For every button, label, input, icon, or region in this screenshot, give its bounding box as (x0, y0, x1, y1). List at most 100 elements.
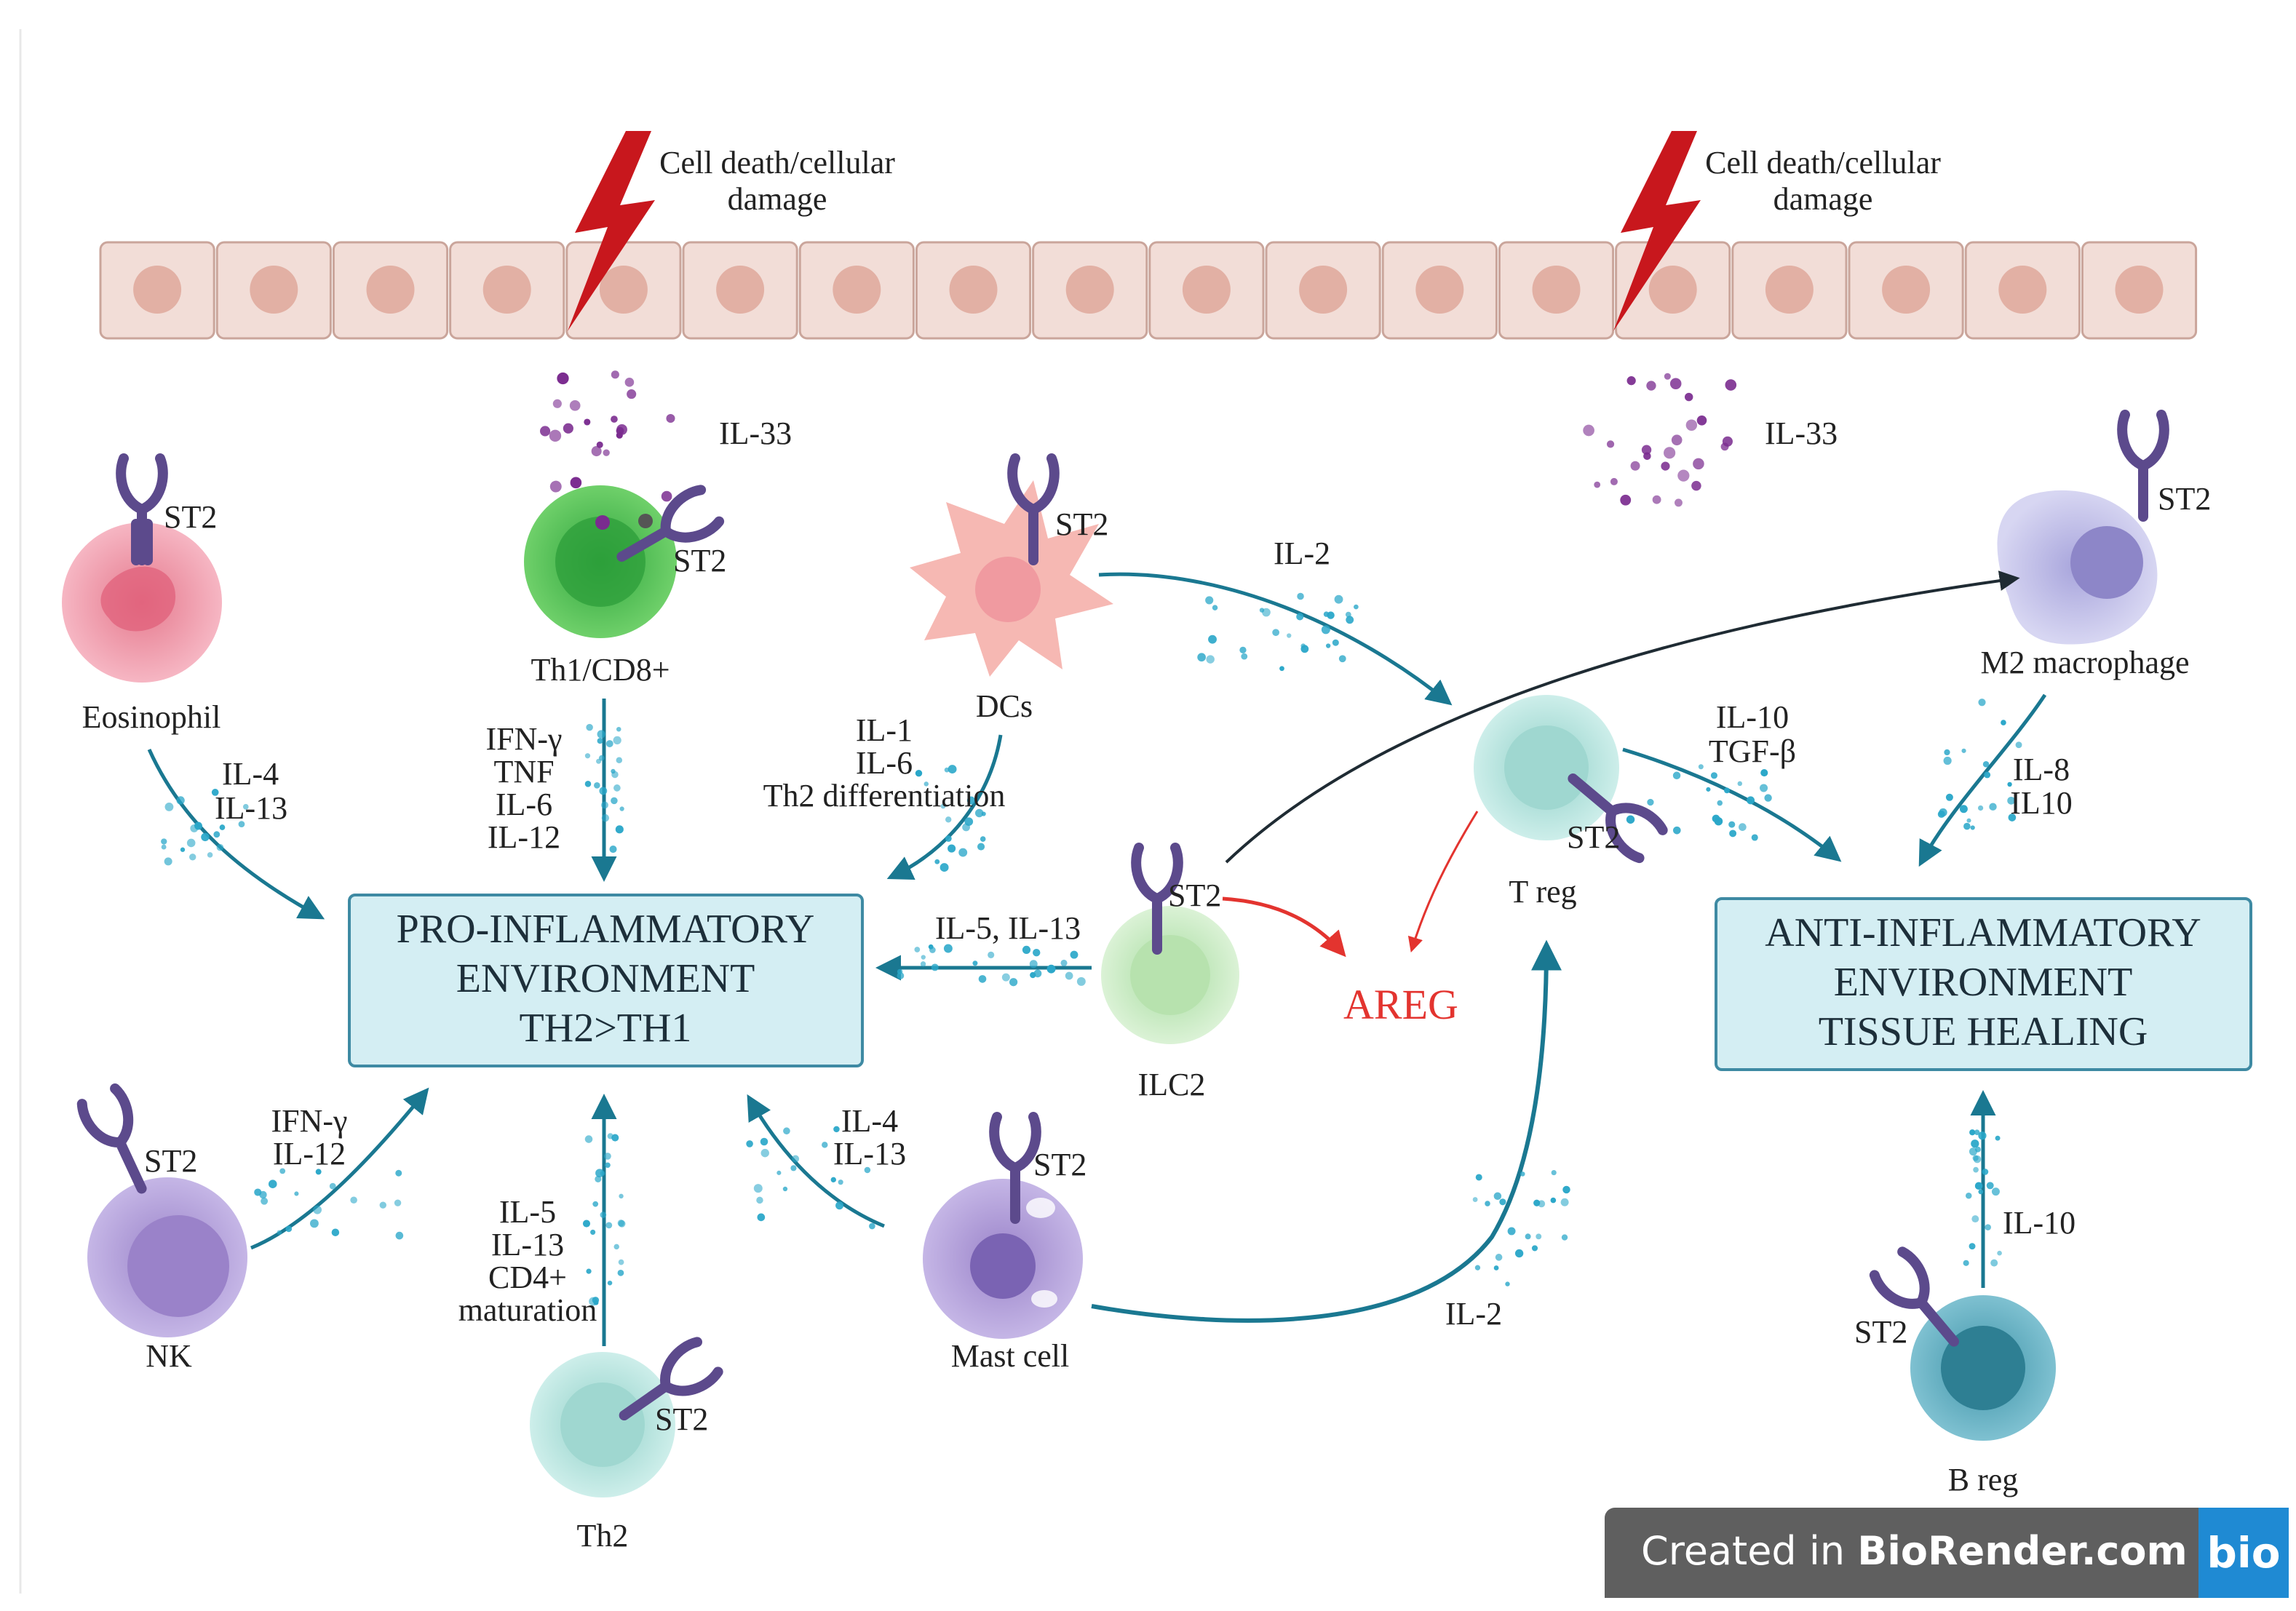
dcs-label: DCs (976, 688, 1033, 724)
cytokine-particle (605, 1162, 611, 1169)
epithelial-nucleus (2115, 266, 2164, 314)
epithelial-nucleus (1415, 266, 1464, 314)
cytokine-particle (978, 975, 987, 983)
cytokine-particle (1739, 823, 1747, 831)
il33-particle (1583, 424, 1594, 437)
il33-particle (1606, 440, 1615, 448)
cytokine-particle (180, 847, 186, 852)
cytokine-particle (350, 1196, 357, 1204)
signal-dc-il2: IL-2 (1274, 536, 1330, 571)
il33-particle (1664, 373, 1671, 380)
arrow-dcs-to-treg (1098, 572, 1453, 706)
epithelial-nucleus (599, 266, 648, 314)
cytokine-particle (395, 1231, 404, 1240)
cytokine-particle (331, 1228, 340, 1236)
cytokine-particle (1973, 1166, 1979, 1173)
treg-cell (1474, 695, 1619, 840)
cytokine-particle (1001, 973, 1010, 982)
il33-particle (1641, 445, 1652, 455)
il33-particle (1685, 392, 1693, 402)
cytokine-particle (1493, 1192, 1502, 1201)
il33-particle (661, 490, 672, 502)
cytokine-particle (1472, 1197, 1478, 1202)
cytokine-particle (207, 852, 213, 858)
lightning-bolt-icon (568, 131, 655, 331)
cytokine-particle (613, 736, 621, 745)
st2-label: ST2 (1854, 1314, 1907, 1350)
cytokine-particle (1241, 653, 1248, 660)
cytokine-particle (619, 1193, 624, 1199)
cytokine-particle (601, 801, 608, 809)
signal-th1-4: IL-12 (488, 819, 560, 855)
cytokine-particle (928, 944, 934, 950)
cytokine-particle (2007, 781, 2012, 787)
st2-label: ST2 (1033, 1147, 1087, 1182)
cytokine-particle (1205, 596, 1214, 605)
cytokine-particle (1717, 800, 1723, 806)
damage-label-line1: Cell death/cellular (659, 145, 895, 180)
epithelial-nucleus (1065, 266, 1114, 314)
cytokine-particle (1977, 805, 1984, 811)
cytokine-particle (1239, 646, 1247, 654)
cytokine-particle (962, 823, 970, 832)
cytokine-particle (615, 825, 624, 834)
cytokine-particle (1321, 625, 1330, 635)
nk-label: NK (146, 1338, 192, 1374)
st2-receptor-icon (616, 485, 725, 562)
cytokine-particle (783, 1127, 790, 1135)
eosinophil-cell (62, 522, 222, 683)
signal-th1-3: IL-6 (496, 787, 552, 822)
cytokine-particle (1354, 604, 1359, 610)
cytokine-particle (944, 767, 950, 773)
cytokine-particle (1475, 1174, 1482, 1181)
cytokine-particle (1514, 1249, 1524, 1258)
cytokine-particle (1197, 653, 1206, 662)
cytokine-particle (1997, 1250, 2002, 1256)
cytokine-particle (864, 1166, 871, 1174)
il33-particle (549, 480, 562, 493)
cytokine-particle (746, 1140, 753, 1147)
cytokine-particle (792, 1155, 800, 1163)
cytokine-particle (1978, 1189, 1984, 1195)
cytokine-particle (161, 838, 167, 845)
cytokine-particle (613, 1244, 619, 1250)
cytokine-particle (897, 968, 903, 975)
anti-box-line2: ENVIRONMENT (1834, 960, 2133, 1005)
cytokine-particle (1969, 1147, 1977, 1156)
cytokine-particle (782, 1186, 788, 1192)
cytokine-particle (1325, 643, 1331, 648)
cytokine-particle (966, 796, 975, 805)
signal-th2-2: IL-13 (491, 1227, 564, 1262)
il33-particle (1664, 447, 1676, 459)
cytokine-particle (833, 1126, 840, 1133)
arrow-nk-to-pro (250, 1087, 429, 1250)
cytokine-particle (1033, 948, 1041, 957)
cytokine-particle (595, 1175, 602, 1182)
signal-dcs-2: IL-6 (856, 745, 913, 781)
cytokine-particle (598, 755, 605, 761)
epithelial-nucleus (366, 266, 415, 314)
pro-box-line1: PRO-INFLAMMATORY (397, 907, 815, 952)
cytokine-particle (1531, 1245, 1538, 1252)
epithelial-nucleus (1882, 266, 1931, 314)
il33-particle (570, 477, 582, 489)
cytokine-particle (1520, 1172, 1525, 1177)
cytokine-particle (1346, 616, 1354, 624)
signal-ilc2: IL-5, IL-13 (935, 910, 1081, 946)
cytokine-particle (605, 1222, 613, 1229)
il33-particle (1685, 419, 1698, 431)
mast-cell (923, 1179, 1083, 1339)
cytokine-particle (972, 960, 978, 966)
il33-particle (624, 378, 635, 387)
cytokine-particle (1939, 808, 1947, 817)
epithelial-nucleus (250, 266, 298, 314)
cytokine-particle (238, 821, 245, 827)
il33-particle (1696, 415, 1707, 426)
cytokine-particle (379, 1201, 386, 1209)
cytokine-particle (934, 859, 940, 864)
epithelial-cell-layer (99, 241, 2198, 340)
cytokine-particle (211, 789, 219, 796)
cytokine-particle (1536, 1233, 1542, 1240)
arrow-m2-to-anti (1918, 693, 2047, 867)
cytokine-particle (582, 1220, 591, 1228)
